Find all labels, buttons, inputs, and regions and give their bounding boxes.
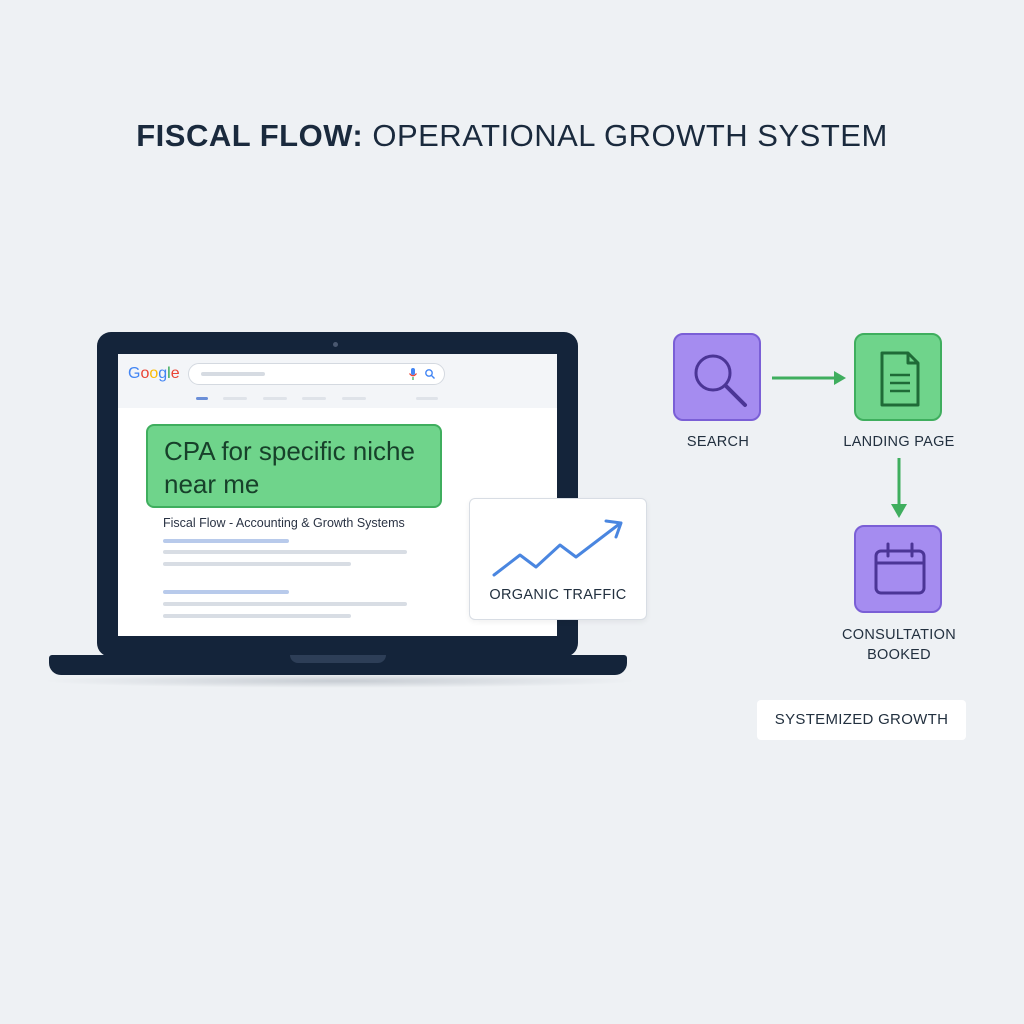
calendar-icon	[874, 542, 926, 595]
result-link-line	[163, 590, 289, 594]
magnifier-icon	[694, 354, 747, 407]
result-title[interactable]: Fiscal Flow - Accounting & Growth System…	[163, 516, 405, 530]
organic-traffic-label: ORGANIC TRAFFIC	[489, 587, 627, 603]
result-snippet-line	[163, 602, 407, 606]
google-logo: Google	[128, 365, 180, 382]
document-icon	[880, 351, 920, 407]
search-placeholder	[201, 372, 265, 376]
title-bold: FISCAL FLOW:	[136, 118, 364, 153]
search-label: SEARCH	[686, 434, 750, 450]
consultation-label-line1: CONSULTATION	[842, 627, 956, 643]
landing-page-label: LANDING PAGE	[843, 434, 955, 450]
search-input[interactable]	[188, 363, 445, 385]
organic-traffic-card: ORGANIC TRAFFIC	[469, 498, 647, 620]
tab-5[interactable]	[342, 397, 366, 400]
search-node	[673, 333, 761, 421]
page-title: FISCAL FLOW: OPERATIONAL GROWTH SYSTEM	[0, 118, 1024, 154]
result-snippet-line	[163, 562, 351, 566]
mic-icon[interactable]	[408, 367, 418, 381]
search-icon[interactable]	[424, 368, 436, 380]
arrow-down-icon	[891, 458, 907, 518]
laptop-base	[49, 655, 627, 675]
consultation-label: CONSULTATION BOOKED	[818, 625, 980, 665]
tab-3[interactable]	[263, 397, 287, 400]
tab-tools[interactable]	[416, 397, 438, 400]
consultation-node	[854, 525, 942, 613]
tab-4[interactable]	[302, 397, 326, 400]
laptop-notch	[290, 655, 386, 663]
tab-all[interactable]	[196, 397, 208, 400]
landing-page-node	[854, 333, 942, 421]
result-snippet-line	[163, 550, 407, 554]
systemized-growth-badge: SYSTEMIZED GROWTH	[757, 700, 966, 740]
search-header: Google	[118, 354, 557, 408]
search-query-highlight: CPA for specific niche near me	[146, 424, 442, 508]
trend-up-arrow-icon	[492, 519, 623, 577]
result-link-line	[163, 539, 289, 543]
laptop-shadow	[40, 674, 640, 688]
title-rest: OPERATIONAL GROWTH SYSTEM	[372, 118, 888, 153]
webcam-dot	[333, 342, 338, 347]
result-snippet-line	[163, 614, 351, 618]
arrow-right-icon	[772, 371, 846, 385]
consultation-label-line2: BOOKED	[867, 647, 931, 663]
tab-2[interactable]	[223, 397, 247, 400]
